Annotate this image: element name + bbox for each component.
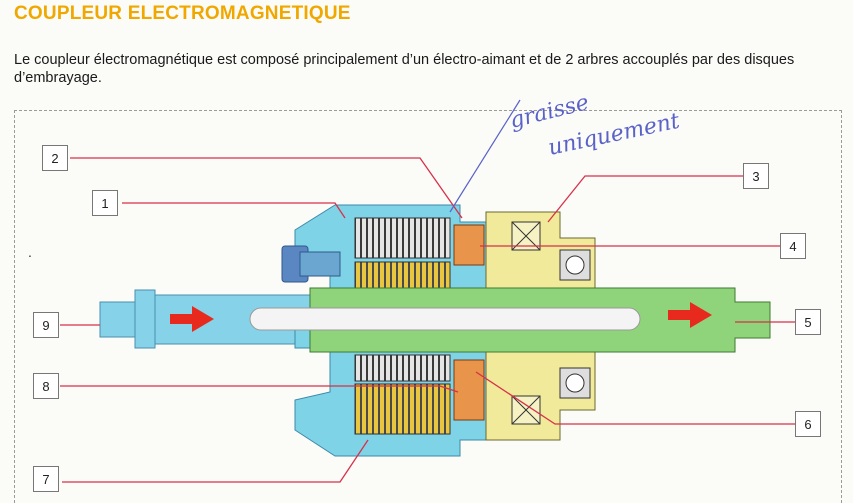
leader-3 bbox=[547, 175, 743, 223]
disc-pack-lower-yellow bbox=[354, 383, 451, 435]
callout-4: 4 bbox=[780, 233, 806, 259]
callout-1: 1 bbox=[92, 190, 118, 216]
leader-1 bbox=[122, 202, 346, 219]
stray-dot: . bbox=[28, 244, 32, 260]
flow-arrow-in-icon bbox=[170, 306, 214, 332]
callout-9: 9 bbox=[33, 312, 59, 338]
coil-upper bbox=[511, 221, 541, 251]
leader-2 bbox=[70, 157, 463, 219]
bearing-lower bbox=[559, 367, 591, 399]
disc-pack-upper-grey bbox=[354, 217, 451, 259]
intro-paragraph: Le coupleur électromagnétique est compos… bbox=[14, 52, 795, 86]
callout-5: 5 bbox=[795, 309, 821, 335]
pen-line bbox=[449, 99, 521, 213]
leader-lines bbox=[60, 157, 795, 483]
callout-8: 8 bbox=[33, 373, 59, 399]
disc-pack-lower-grey bbox=[354, 354, 451, 382]
callout-7: 7 bbox=[33, 466, 59, 492]
armature-upper bbox=[453, 224, 485, 266]
flow-arrow-out-icon bbox=[668, 302, 712, 328]
callout-3: 3 bbox=[743, 163, 769, 189]
input-shaft-hub bbox=[134, 289, 156, 349]
callout-6: 6 bbox=[795, 411, 821, 437]
leader-8 bbox=[60, 385, 459, 393]
page-title: COUPLEUR ELECTROMAGNETIQUE bbox=[14, 3, 351, 24]
leader-7 bbox=[62, 439, 369, 483]
diagram-frame bbox=[14, 110, 842, 503]
bearing-upper bbox=[559, 249, 591, 281]
coil-lower bbox=[511, 395, 541, 425]
leader-6 bbox=[475, 371, 795, 425]
handwritten-line-1: graisse bbox=[507, 90, 591, 134]
callout-2: 2 bbox=[42, 145, 68, 171]
shaft-bore bbox=[249, 307, 641, 331]
